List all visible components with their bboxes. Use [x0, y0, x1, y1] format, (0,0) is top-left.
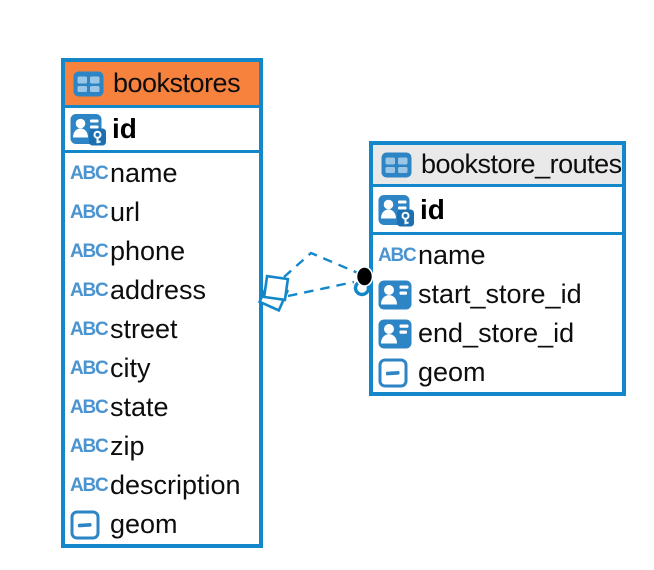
table-bookstores-header[interactable]: bookstores [65, 62, 259, 108]
relationship-link[interactable] [283, 251, 359, 298]
column-row-start_store_id[interactable]: start_store_id [373, 275, 622, 314]
relationship-line-lower[interactable] [287, 280, 355, 298]
column-label: description [110, 470, 241, 500]
table-icon [381, 152, 412, 178]
column-label: name [418, 240, 486, 270]
text-type-icon: ABC [70, 396, 109, 418]
table-icon [73, 71, 104, 97]
text-type-icon: ABC [70, 201, 109, 223]
column-label: state [110, 392, 169, 422]
geometry-type-icon [378, 358, 418, 388]
column-row-geom[interactable]: geom [65, 505, 259, 544]
table-title: bookstores [113, 68, 241, 98]
column-label: city [110, 353, 151, 383]
person-key-icon [70, 112, 112, 146]
column-label: start_store_id [418, 279, 582, 309]
text-type-icon: ABC [70, 474, 109, 496]
person-ref-icon [378, 280, 418, 310]
column-label: phone [110, 236, 186, 266]
text-type-icon: ABC [70, 240, 109, 262]
geometry-type-icon [70, 510, 110, 540]
column-label: url [110, 197, 141, 227]
column-row-geom[interactable]: geom [373, 353, 622, 392]
column-label: geom [418, 357, 486, 387]
column-label: name [110, 158, 178, 188]
text-type-icon: ABC [70, 162, 109, 184]
many-end-diamond-marker[interactable] [257, 274, 290, 313]
column-row-end_store_id[interactable]: end_store_id [373, 314, 622, 353]
table-bookstore-routes-header[interactable]: bookstore_routes [373, 145, 622, 187]
column-row-id[interactable]: id [373, 187, 622, 235]
text-type-icon: ABC [70, 318, 109, 340]
person-key-icon [378, 193, 420, 227]
text-type-icon: ABC [70, 435, 109, 457]
primary-key-label: id [420, 193, 445, 225]
person-ref-icon [378, 319, 418, 349]
column-label: zip [110, 431, 145, 461]
column-label: address [110, 275, 207, 305]
text-type-icon: ABC [70, 279, 109, 301]
relationship-line-upper[interactable] [283, 251, 359, 278]
column-label: end_store_id [418, 318, 575, 348]
column-row-id[interactable]: id [65, 108, 259, 153]
table-title: bookstore_routes [421, 149, 622, 179]
column-label: street [110, 314, 178, 344]
primary-key-label: id [112, 113, 137, 144]
text-type-icon: ABC [70, 357, 109, 379]
column-label: geom [110, 509, 178, 539]
text-type-icon: ABC [378, 244, 417, 266]
